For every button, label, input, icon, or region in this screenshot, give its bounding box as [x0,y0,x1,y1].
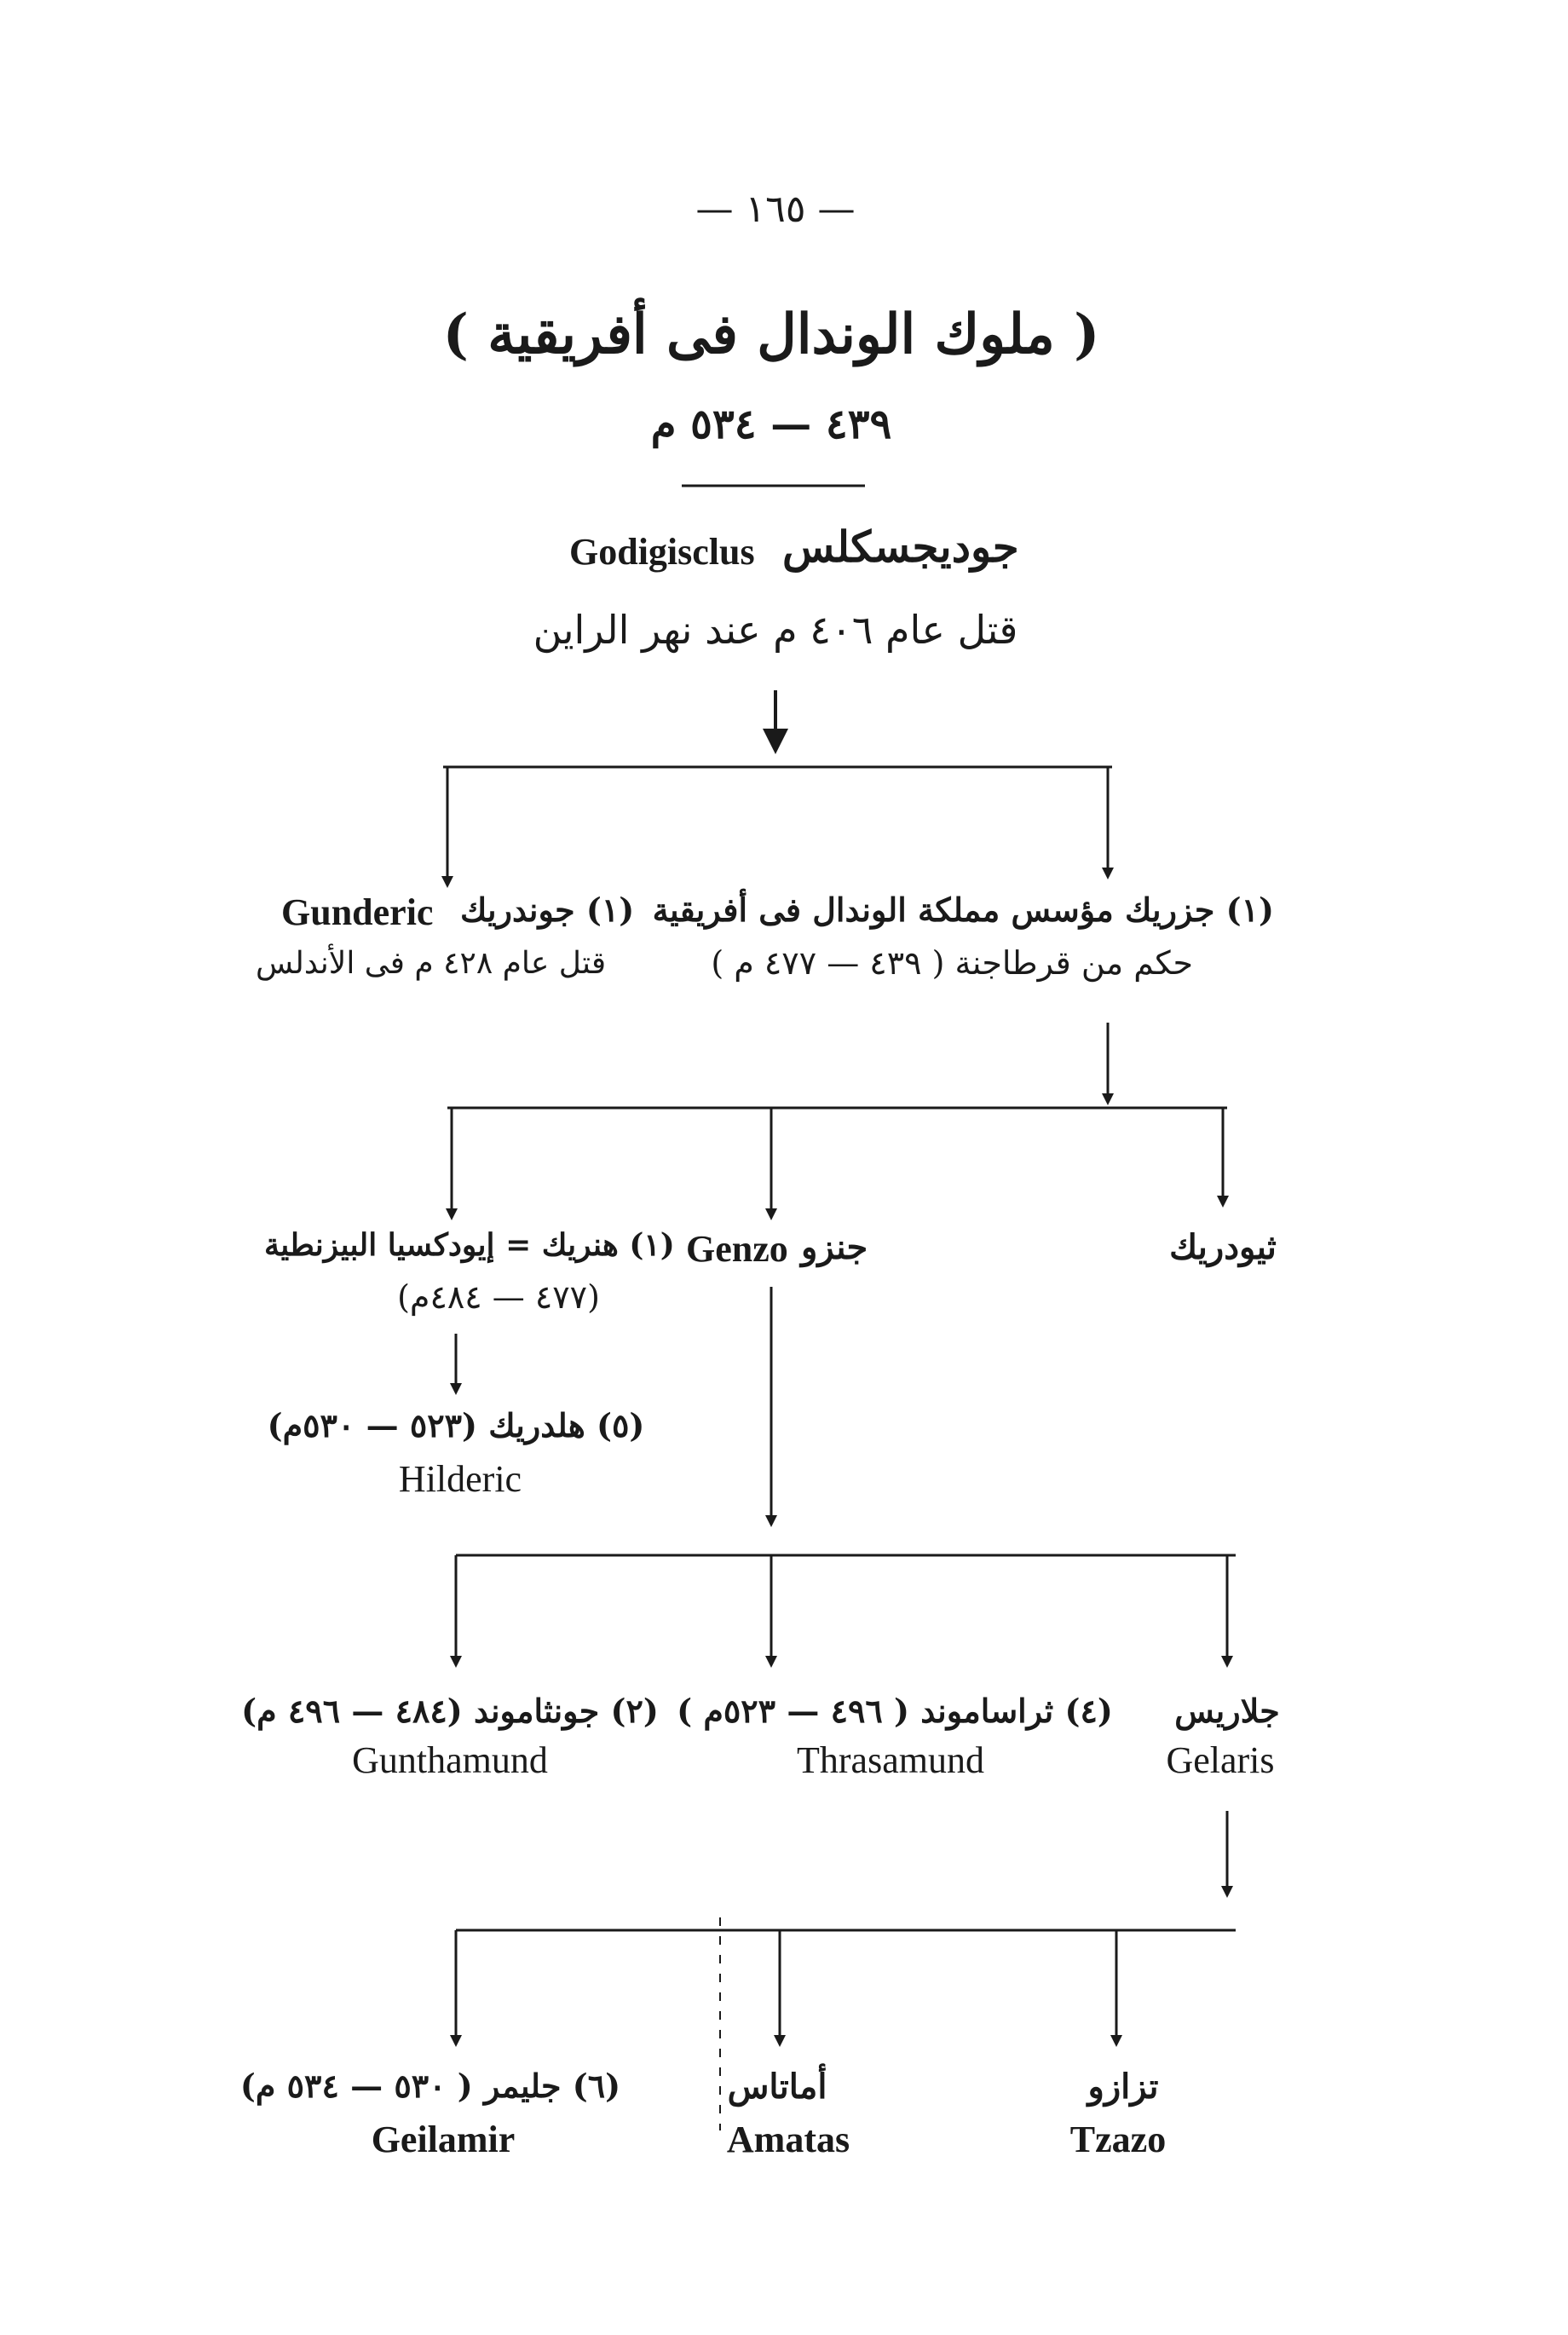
gelaris-latin: Gelaris [1166,1739,1275,1781]
genzo-arabic: جنزو [801,1227,868,1267]
huneric-reign: (٤٧٧ — ٤٨٤م) [397,1278,600,1316]
huneric-arrowhead [446,1208,458,1220]
root-arrowhead [763,729,788,754]
genseric-arrowhead [1102,868,1114,879]
genseric-title: (١) جزريك مؤسس مملكة الوندال فى أفريقية [652,891,1274,929]
thrasamund-latin: Thrasamund [797,1739,984,1781]
genzo-descent-arrowhead [765,1515,777,1527]
genzo-arrowhead [765,1208,777,1220]
gunderic-latin: Gunderic [281,891,434,933]
page-number: — ١٦٥ — [695,187,856,231]
gunderic-arabic: (١) جوندريك [460,891,635,929]
geilamir-arrowhead [450,2035,462,2047]
theodoric-arrowhead [1217,1196,1229,1208]
hilderic-latin: Hilderic [398,1458,522,1500]
gunthamund-latin: Gunthamund [352,1739,548,1781]
amatas-latin: Amatas [726,2119,850,2160]
root-name-latin: Godigisclus [569,531,755,573]
theodoric-arabic: ثيودريك [1169,1227,1277,1267]
hilderic-title: (٥) هلدريك (٥٢٣ — ٥٣٠م) [267,1406,645,1444]
tzazo-arabic: تزازو [1087,2067,1159,2107]
geilamir-latin: Geilamir [371,2119,516,2160]
root-note: قتل عام ٤٠٦ م عند نهر الراين [533,607,1018,653]
gelaris-arrowhead [1221,1656,1233,1668]
genzo-latin: Genzo [686,1228,788,1270]
gelaris-descent-arrowhead [1221,1886,1233,1898]
page-title: ( ملوك الوندال فى أفريقية ) [442,303,1100,366]
tzazo-latin: Tzazo [1069,2119,1167,2160]
gunderic-note: قتل عام ٤٢٨ م فى الأندلس [256,946,607,981]
gunderic-arrowhead [441,876,453,888]
amatas-arabic: أماتاس [727,2067,827,2107]
geilamir-arabic: (٦) جليمر ( ٥٣٠ — ٥٣٤ م) [239,2067,621,2105]
tzazo-arrowhead [1110,2035,1122,2047]
thrasamund-arabic: (٤) ثراساموند ( ٤٩٦ — ٥٢٣م ) [677,1692,1113,1730]
gelaris-arabic: جلاريس [1174,1692,1280,1730]
genseric-descent-arrowhead [1102,1093,1114,1105]
root-name-arabic: جوديجسكلس [782,522,1019,572]
title-years: ٤٣٩ — ٥٣٤ م [650,401,892,448]
thrasamund-arrowhead [765,1656,777,1668]
hilderic-arrowhead [450,1383,462,1395]
gunthamund-arrowhead [450,1656,462,1668]
gunthamund-arabic: (٢) جونثاموند (٤٨٤ — ٤٩٦ م) [241,1692,659,1730]
huneric-title: (١) هنريك = إيودكسيا البيزنطية [264,1227,675,1263]
genseric-reign: حكم من قرطاجنة ( ٤٣٩ — ٤٧٧ م ) [711,944,1193,982]
amatas-arrowhead [774,2035,786,2047]
